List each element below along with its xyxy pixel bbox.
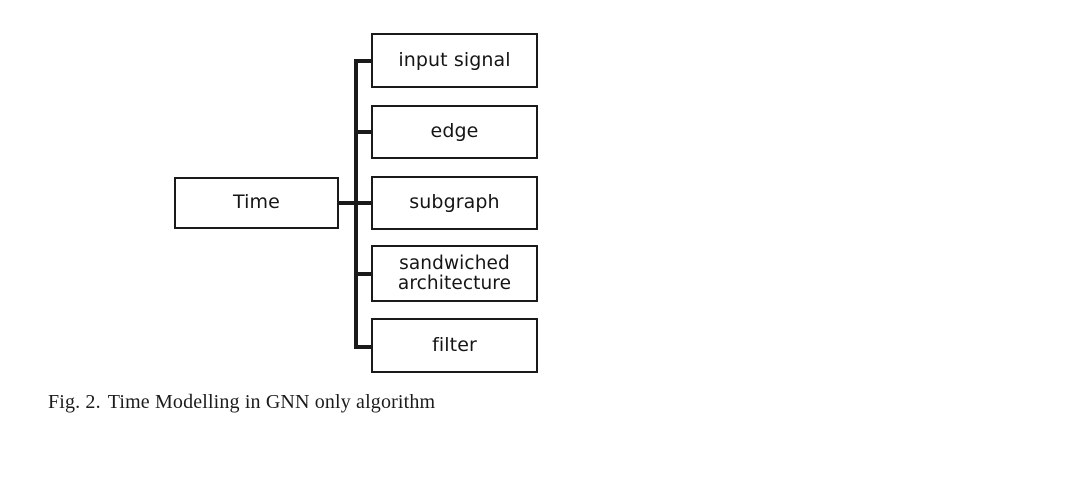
connector-stub-input-signal	[354, 59, 373, 63]
figure-caption: Fig. 2. Time Modelling in GNN only algori…	[48, 391, 435, 414]
node-edge: edge	[371, 105, 538, 159]
node-label-sandwiched-architecture: sandwiched architecture	[397, 252, 512, 294]
connector-trunk-vertical	[354, 60, 358, 349]
node-input-signal: input signal	[371, 33, 538, 88]
figure-caption-number: Fig. 2.	[48, 391, 101, 413]
node-label-input-signal: input signal	[398, 48, 511, 71]
node-time-root: Time	[174, 177, 339, 229]
node-subgraph: subgraph	[371, 176, 538, 230]
node-label-filter: filter	[432, 333, 477, 356]
connector-stub-sandwiched-architecture	[354, 272, 373, 276]
node-label-edge: edge	[430, 120, 479, 143]
figure-caption-text: Time Modelling in GNN only algorithm	[107, 391, 436, 413]
connector-root-to-trunk	[337, 201, 357, 205]
node-filter: filter	[371, 318, 538, 373]
connector-stub-filter	[354, 345, 373, 349]
node-label-time: Time	[233, 191, 280, 214]
connector-stub-edge	[354, 130, 373, 134]
node-label-subgraph: subgraph	[409, 191, 500, 214]
node-sandwiched-architecture: sandwiched architecture	[371, 245, 538, 302]
connector-stub-subgraph	[354, 201, 373, 205]
